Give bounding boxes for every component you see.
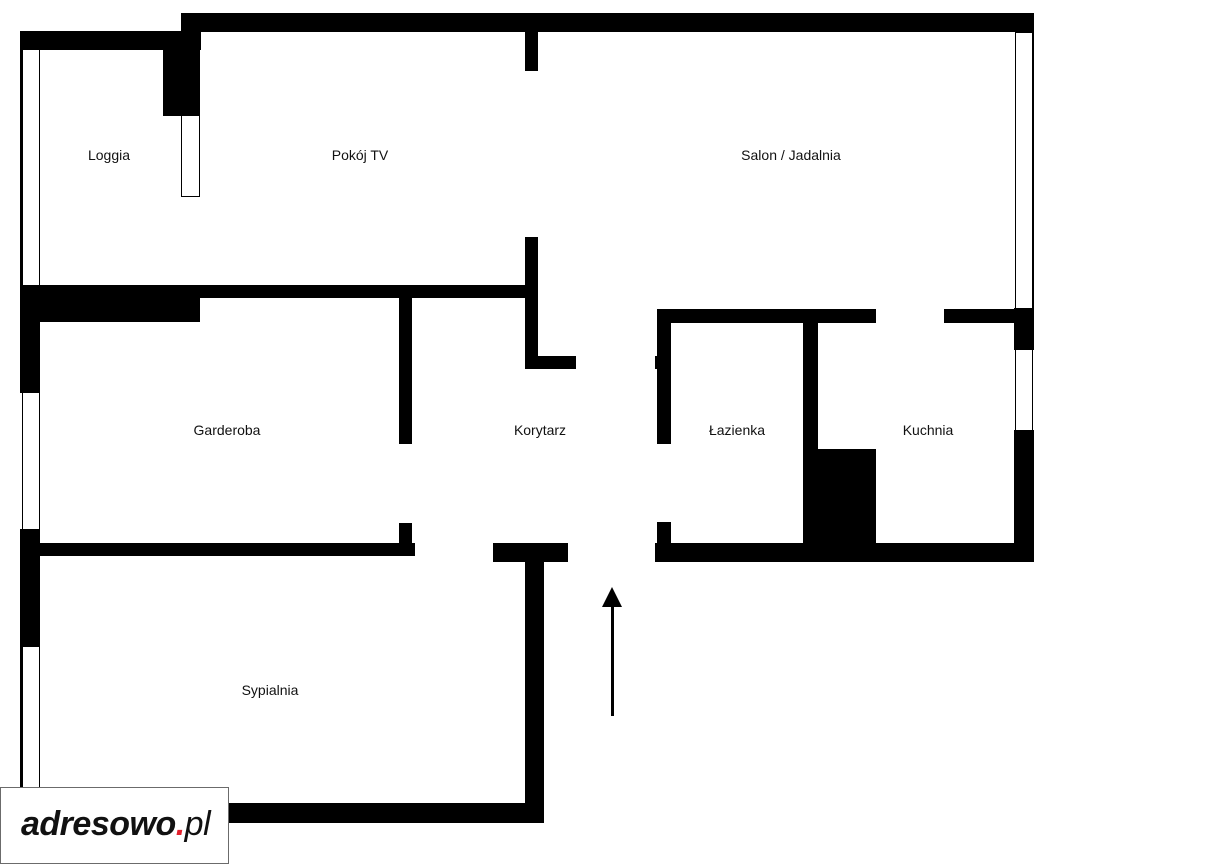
room-label-pokoj-tv: Pokój TV [331,147,389,163]
logo-name: adresowo [21,805,176,843]
window-sypialnia [22,646,40,791]
wall-salon-corridor-vert [525,297,538,369]
wall-bathroom-left-upper [657,309,671,444]
wall-garderoba-corridor-upper [399,297,412,444]
window-garderoba [22,392,40,530]
wall-right-lower [1014,430,1034,562]
room-label-garderoba: Garderoba [193,422,261,438]
kitchen-shaft-block [803,449,876,562]
wall-heavy-beam [20,285,200,322]
wall-bathroom-top [657,309,876,323]
window-kuchnia [1015,349,1033,431]
room-label-sypialnia: Sypialnia [241,682,299,698]
brand-logo: adresowo.pl [0,787,229,864]
wall-bathroom-left-lower [657,522,671,562]
wall-left-block2 [20,529,40,647]
wall-bedroom-right [525,545,544,823]
room-label-korytarz: Korytarz [513,422,567,438]
window-salon [1015,32,1033,309]
wall-tv-salon-top-stub [525,31,538,71]
wall-garderoba-bedroom [20,543,415,556]
wall-bedroom-top-right [493,543,568,562]
wall-top-main [181,13,1034,32]
wall-salon-corridor-horiz [525,356,576,369]
wall-top-loggia [20,31,201,50]
logo-dot: . [175,805,185,843]
logo-wordmark: adresowo.pl [21,802,211,846]
window-loggia-door [181,115,200,197]
wall-bottom-bedroom [228,803,544,823]
window-loggia [22,49,40,286]
room-label-lazienka: Łazienka [708,422,766,438]
wall-loggia-tv-block [163,49,200,116]
room-label-salon: Salon / Jadalnia [741,147,841,163]
wall-kitchen-top [944,309,1034,323]
logo-tld: pl [184,805,211,843]
wall-left-bottom [20,646,23,791]
room-label-loggia: Loggia [87,147,131,163]
room-label-kuchnia: Kuchnia [902,422,954,438]
wall-tv-garderoba [199,285,538,298]
wall-tv-salon-bottom-stub [525,237,538,298]
wall-left-upper [20,31,23,286]
